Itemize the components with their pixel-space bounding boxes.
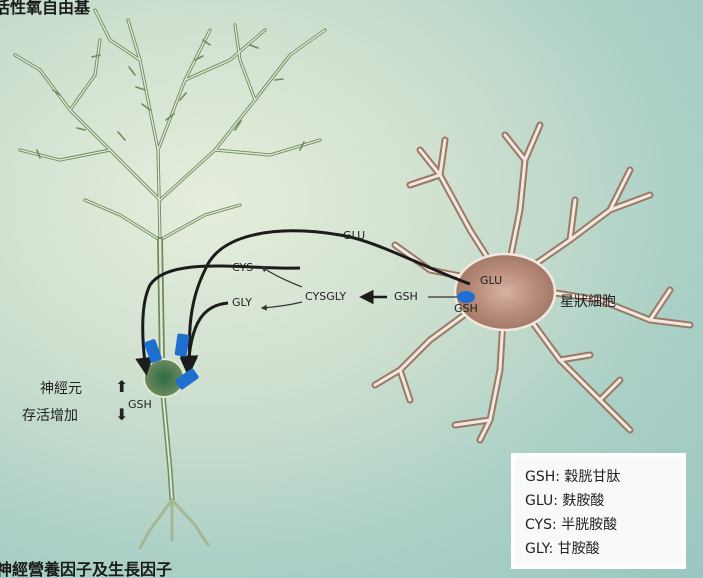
glu-label-top: GLU	[343, 229, 365, 242]
gsh-label-astro: GSH	[454, 302, 478, 315]
astrocyte-label: 星狀細胞	[560, 291, 616, 311]
legend-box: GSH: 穀胱甘肽 GLU: 麩胺酸 CYS: 半胱胺酸 GLY: 甘胺酸	[511, 453, 686, 569]
legend-item-glu: GLU: 麩胺酸	[525, 489, 672, 513]
survival-label-line2: 存活增加	[22, 405, 78, 425]
cysgly-label: CYSGLY	[305, 290, 346, 303]
gsh-label-neuron: GSH	[128, 398, 152, 411]
down-arrow-icon: ⬇	[115, 405, 128, 424]
legend-item-cys: CYS: 半胱胺酸	[525, 513, 672, 537]
gsh-label-arrow: GSH	[394, 290, 418, 303]
survival-label-line1: 神經元	[40, 378, 82, 398]
gly-label: GLY	[232, 296, 252, 309]
cys-label: CYS	[232, 261, 253, 274]
bottom-title: 神經營養因子及生長因子	[0, 556, 172, 578]
legend-item-gsh: GSH: 穀胱甘肽	[525, 465, 672, 489]
glu-label-astro: GLU	[480, 274, 502, 287]
astrocyte-cell	[375, 125, 690, 440]
neuron-body	[140, 359, 208, 548]
neuron-dendrites	[15, 10, 325, 360]
legend-item-gly: GLY: 甘胺酸	[525, 537, 672, 561]
up-arrow-icon: ⬆	[115, 377, 128, 396]
top-title: 活性氧自由基	[0, 0, 90, 18]
